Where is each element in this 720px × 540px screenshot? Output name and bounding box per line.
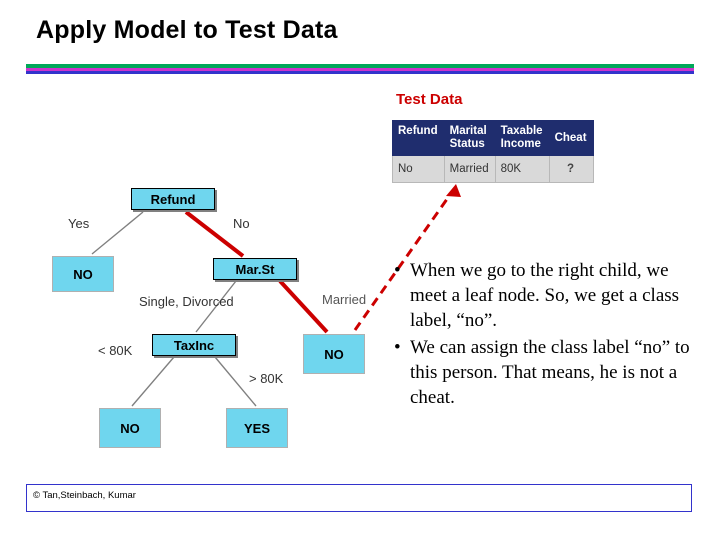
bullet-list: • When we go to the right child, we meet… xyxy=(392,258,704,412)
tree-leaf-no-left[interactable]: NO xyxy=(52,256,114,292)
column-header-marital-status: Marital Status xyxy=(443,119,496,157)
divider-green xyxy=(26,64,694,68)
bullet-dot-icon: • xyxy=(394,337,401,359)
test-data-table: Refund Marital Status Taxable Income Che… xyxy=(392,119,594,184)
list-item: • We can assign the class label “no” to … xyxy=(392,335,704,410)
bullet-dot-icon: • xyxy=(394,260,401,281)
edge-label-single-divorced: Single, Divorced xyxy=(139,294,234,309)
divider-magenta xyxy=(26,68,694,71)
footer-credit: © Tan,Steinbach, Kumar xyxy=(33,490,136,501)
divider-blue xyxy=(26,71,694,74)
cell-marital-status: Married xyxy=(443,155,496,184)
edge-label-no: No xyxy=(233,216,250,231)
edge-label-gt-80k: > 80K xyxy=(249,371,284,386)
tree-leaf-yes-gt80[interactable]: YES xyxy=(226,408,288,448)
bullet-text: When we go to the right child, we meet a… xyxy=(410,260,680,332)
page-title: Apply Model to Test Data xyxy=(36,16,338,44)
cell-cheat: ? xyxy=(548,155,594,184)
edge-label-lt-80k: < 80K xyxy=(98,343,133,358)
column-header-cheat: Cheat xyxy=(548,119,594,157)
column-header-taxable-income: Taxable Income xyxy=(494,119,550,157)
tree-node-taxinc[interactable]: TaxInc xyxy=(152,334,236,356)
test-data-label: Test Data xyxy=(396,91,463,108)
tree-node-refund[interactable]: Refund xyxy=(131,188,215,210)
tree-node-marst[interactable]: Mar.St xyxy=(213,258,297,280)
tree-leaf-no-married[interactable]: NO xyxy=(303,334,365,374)
footer-box xyxy=(26,484,692,512)
column-header-refund: Refund xyxy=(392,119,445,157)
table-header-row: Refund Marital Status Taxable Income Che… xyxy=(392,119,594,157)
list-item: • When we go to the right child, we meet… xyxy=(392,258,704,333)
table-row: No Married 80K ? xyxy=(392,155,594,184)
edge-label-married: Married xyxy=(322,292,367,307)
bullet-text: We can assign the class label “no” to th… xyxy=(410,337,690,409)
cell-refund: No xyxy=(392,155,445,184)
tree-leaf-no-lt80[interactable]: NO xyxy=(99,408,161,448)
edge-label-yes: Yes xyxy=(68,216,90,231)
cell-taxable-income: 80K xyxy=(494,155,550,184)
